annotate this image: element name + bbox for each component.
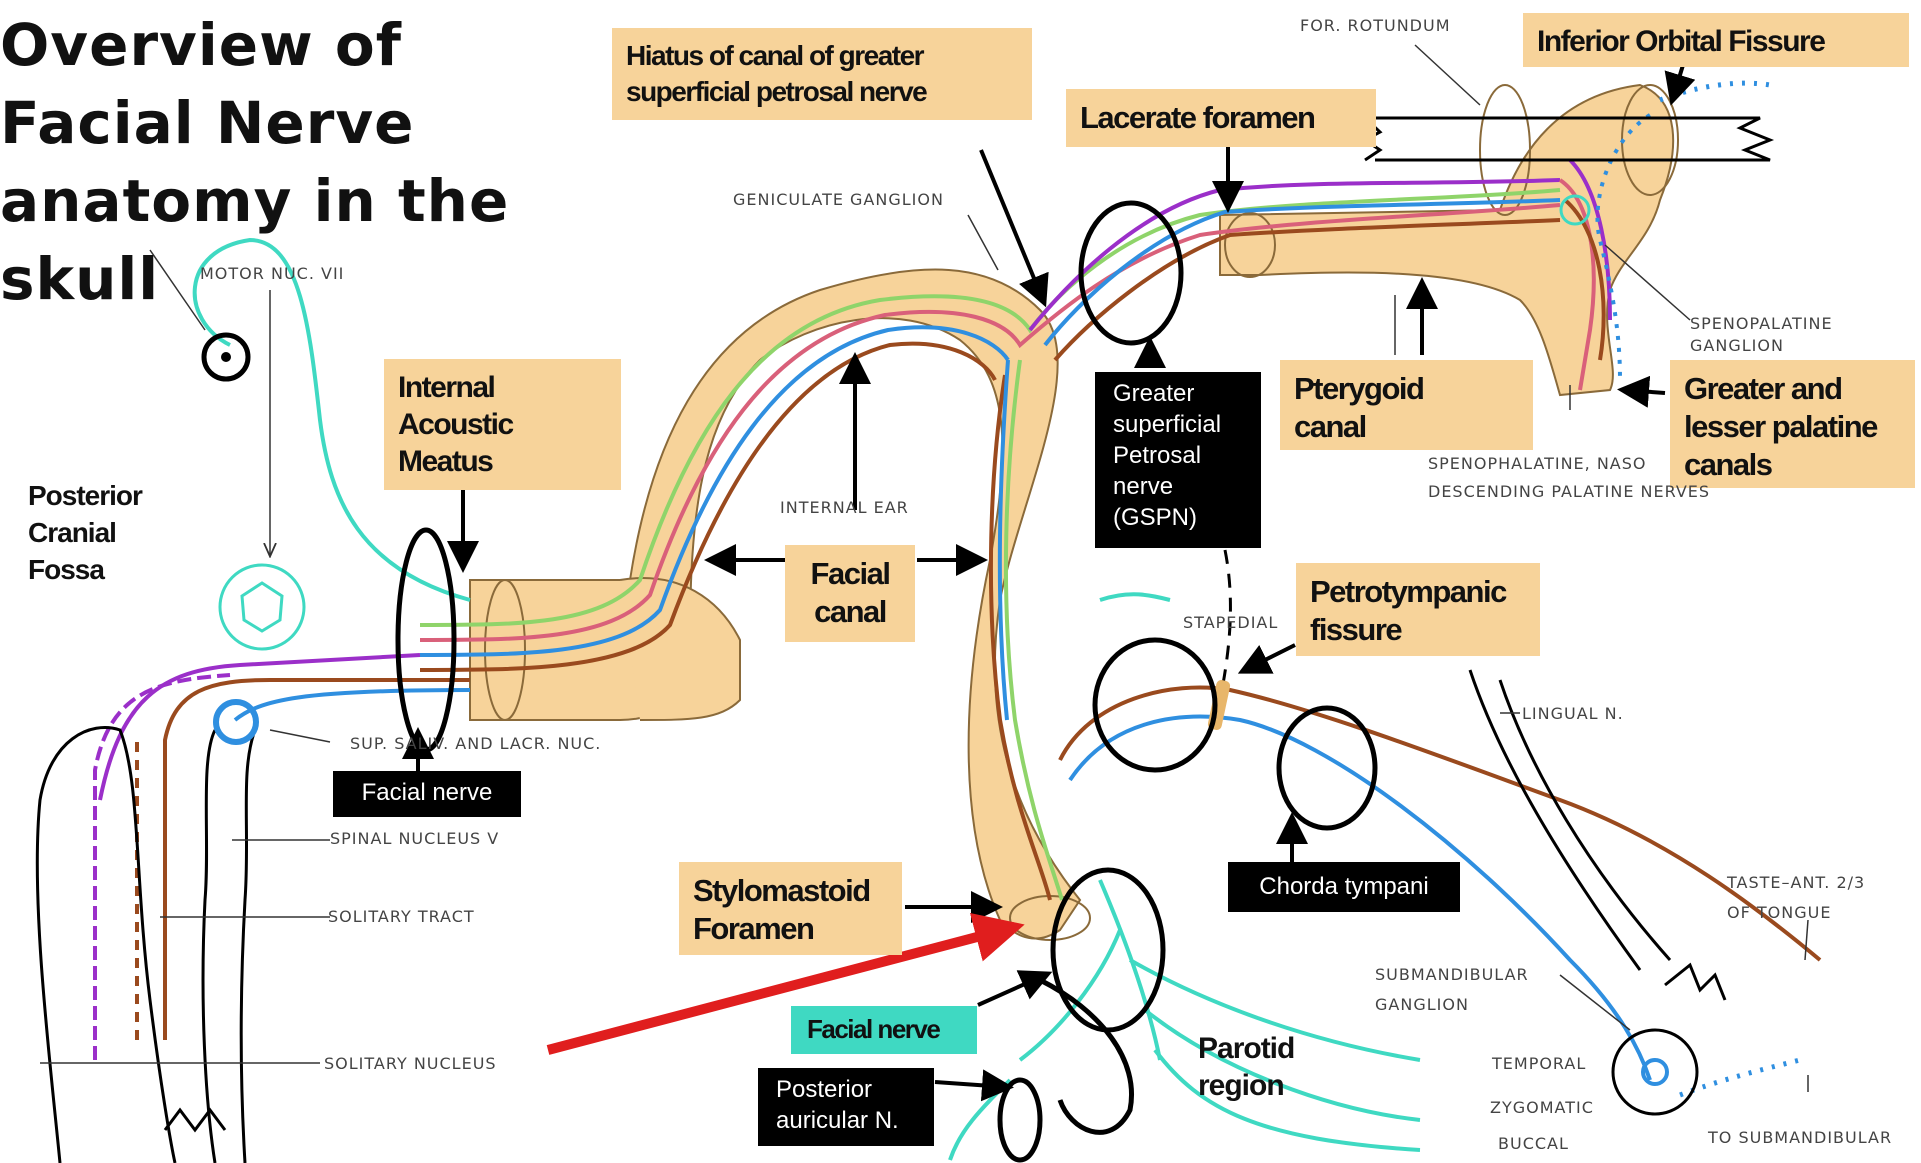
label-internal-acoustic-meatus: Internal Acoustic Meatus <box>384 359 621 490</box>
small-temporal: TEMPORAL <box>1492 1053 1586 1075</box>
small-to-submandibular: TO SUBMANDIBULAR <box>1708 1127 1892 1149</box>
label-stylomastoid-foramen: Stylomastoid Foramen <box>679 862 902 955</box>
small-lingual: LINGUAL N. <box>1522 703 1624 725</box>
label-hiatus: Hiatus of canal of greater superficial p… <box>612 28 1032 120</box>
small-sup-saliv: SUP. SALIV. AND LACR. NUC. <box>350 733 601 755</box>
small-for-rotundum: FOR. ROTUNDUM <box>1300 15 1451 37</box>
brainstem-outline <box>37 728 255 1163</box>
small-buccal: BUCCAL <box>1498 1133 1569 1155</box>
label-inferior-orbital-fissure: Inferior Orbital Fissure <box>1523 13 1909 67</box>
small-zygomatic: ZYGOMATIC <box>1490 1097 1594 1119</box>
small-solitary-tract: SOLITARY TRACT <box>328 906 475 928</box>
small-sphenopalatine-ganglion: SPENOPALATINE GANGLION <box>1690 313 1833 357</box>
label-facial-nerve-bottom: Facial nerve <box>791 1006 977 1054</box>
label-gspn: Greater superficial Petrosal nerve (GSPN… <box>1095 372 1261 548</box>
small-spinal-nucleus: SPINAL NUCLEUS V <box>330 828 499 850</box>
label-petrotympanic-fissure: Petrotympanic fissure <box>1296 563 1540 656</box>
small-submandibular-ganglion: SUBMANDIBULAR GANGLION <box>1375 960 1529 1020</box>
label-posterior-auricular: Posterior auricular N. <box>758 1068 934 1146</box>
label-parotid-region: Parotid region <box>1198 1030 1338 1104</box>
small-geniculate-ganglion: GENICULATE GANGLION <box>733 189 944 211</box>
label-chorda-tympani: Chorda tympani <box>1228 862 1460 912</box>
label-posterior-cranial-fossa: Posterior Cranial Fossa <box>28 477 198 588</box>
small-solitary-nucleus: SOLITARY NUCLEUS <box>324 1053 497 1075</box>
small-sphenopalatine-nerves: SPENOPHALATINE, NASO DESCENDING PALATINE… <box>1428 450 1710 506</box>
label-facial-canal: Facial canal <box>785 545 915 642</box>
small-motor-nuc: MOTOR NUC. VII <box>200 263 344 285</box>
label-lacerate-foramen: Lacerate foramen <box>1066 89 1376 147</box>
small-taste: TASTE–ANT. 2/3 OF TONGUE <box>1727 868 1865 928</box>
label-pterygoid-canal: Pterygoid canal <box>1280 360 1533 450</box>
small-stapedial: STAPEDIAL <box>1183 612 1278 634</box>
small-internal-ear: INTERNAL EAR <box>780 497 909 519</box>
label-facial-nerve-top: Facial nerve <box>333 771 521 817</box>
